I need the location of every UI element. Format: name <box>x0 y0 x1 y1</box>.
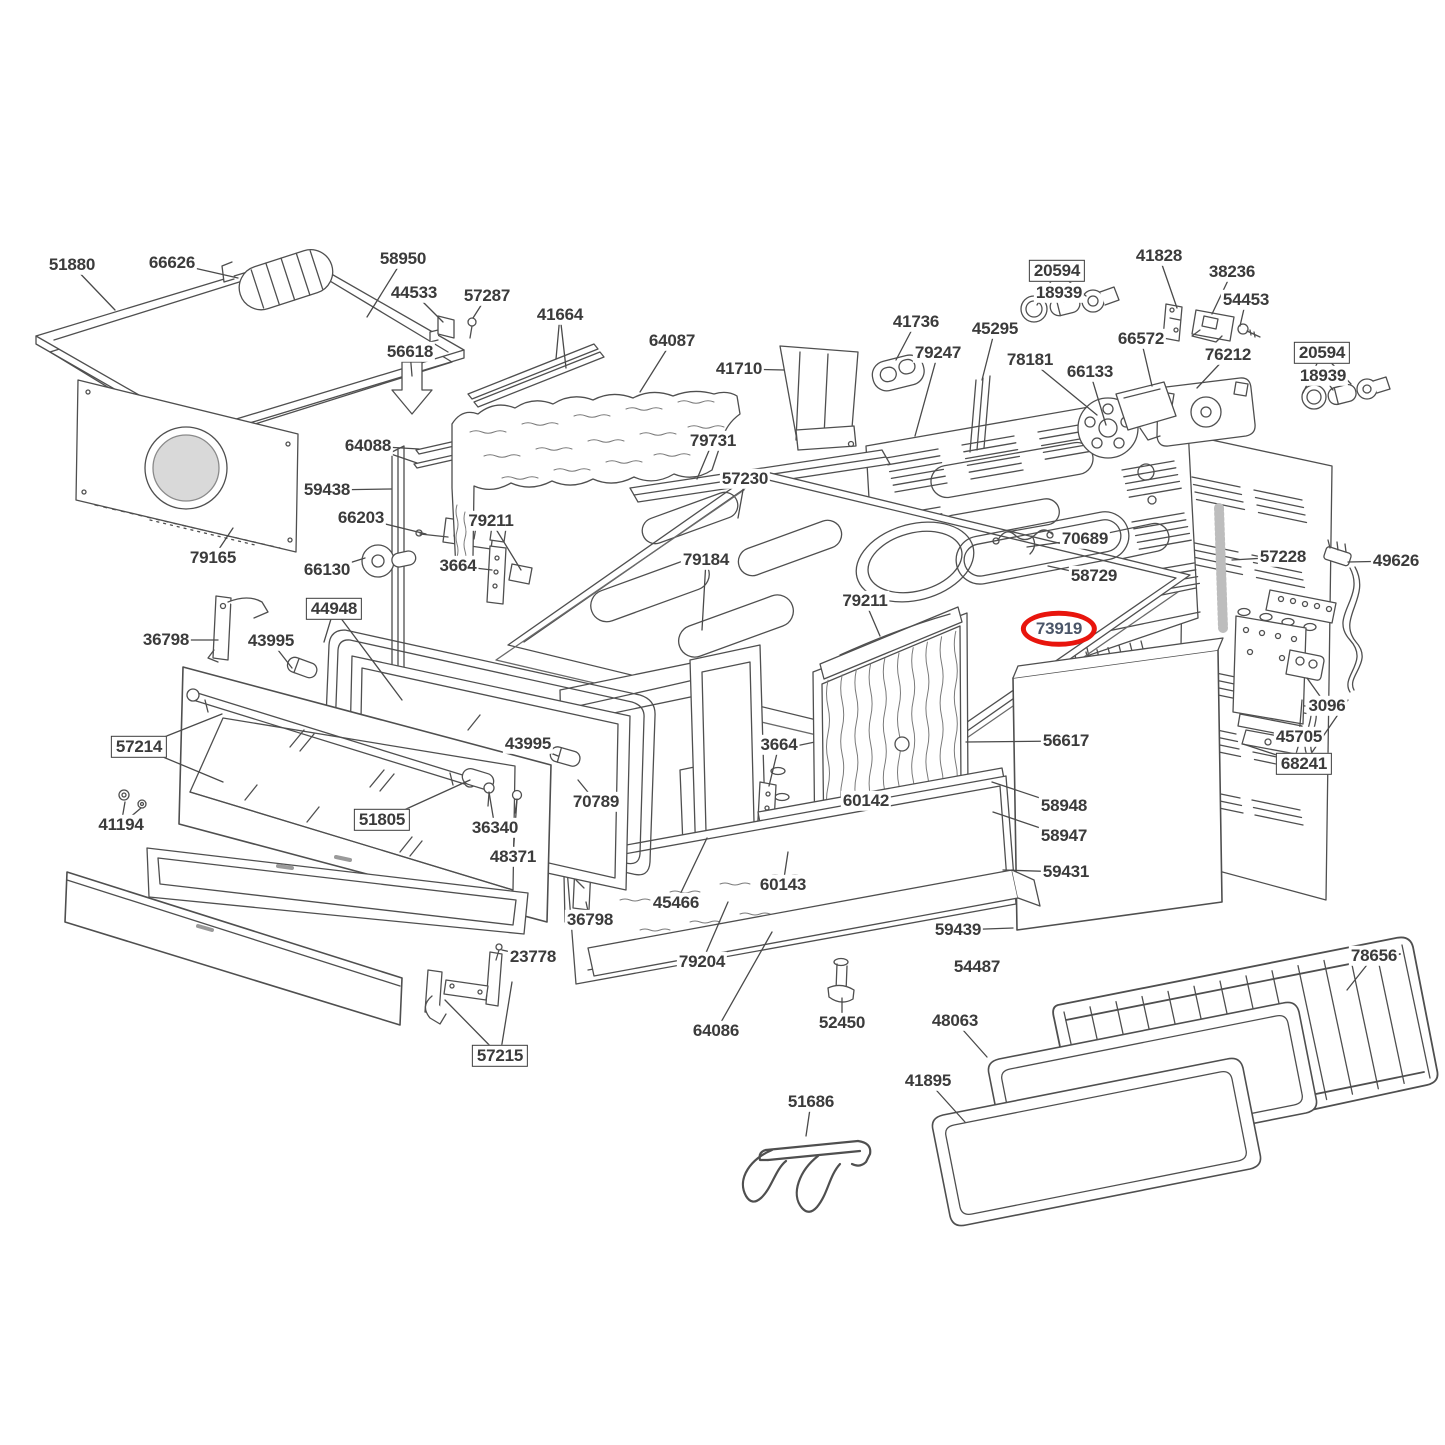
part-label-51686: 51686 <box>785 1091 837 1113</box>
part-label-41736: 41736 <box>890 311 942 333</box>
part-label-57214: 57214 <box>110 735 168 759</box>
part-label-79731: 79731 <box>687 430 739 452</box>
part-label-59439: 59439 <box>932 919 984 941</box>
part-label-60142: 60142 <box>840 790 892 812</box>
part-label-57215: 57215 <box>471 1044 529 1068</box>
part-label-51880: 51880 <box>46 254 98 276</box>
part-label-64088: 64088 <box>342 435 394 457</box>
racks-art <box>741 936 1439 1227</box>
part-label-79211-right: 79211 <box>840 590 890 612</box>
part-label-44533: 44533 <box>388 282 440 304</box>
part-label-58950: 58950 <box>377 248 429 270</box>
part-label-66626: 66626 <box>146 252 198 274</box>
part-label-52450: 52450 <box>816 1012 868 1034</box>
part-label-45466: 45466 <box>650 892 702 914</box>
part-label-66130: 66130 <box>301 559 353 581</box>
part-label-59438: 59438 <box>301 479 353 501</box>
part-label-79204: 79204 <box>676 951 728 973</box>
part-label-70789: 70789 <box>570 791 622 813</box>
part-label-38236: 38236 <box>1206 261 1258 283</box>
part-label-57230: 57230 <box>719 468 771 490</box>
part-label-45705: 45705 <box>1273 726 1325 748</box>
part-label-58947: 58947 <box>1038 825 1090 847</box>
part-label-66203: 66203 <box>335 507 387 529</box>
part-label-66133: 66133 <box>1064 361 1116 383</box>
part-label-49626: 49626 <box>1370 550 1422 572</box>
drawer-art <box>64 847 529 1026</box>
part-label-54487: 54487 <box>951 956 1003 978</box>
part-label-43995-top: 43995 <box>245 630 297 652</box>
part-label-68241: 68241 <box>1275 752 1333 776</box>
part-label-79165: 79165 <box>187 547 239 569</box>
part-label-57287: 57287 <box>461 285 513 307</box>
part-label-45295: 45295 <box>969 318 1021 340</box>
part-label-79211-left: 79211 <box>466 510 516 532</box>
part-label-56617: 56617 <box>1040 730 1092 752</box>
part-label-79184: 79184 <box>680 549 732 571</box>
part-label-3664-bottom: 3664 <box>758 734 800 756</box>
grill-insert-art <box>741 1139 872 1213</box>
part-label-41828: 41828 <box>1133 245 1185 267</box>
insulation-blanket-art <box>451 390 741 572</box>
part-label-60143: 60143 <box>757 874 809 896</box>
part-label-41664: 41664 <box>534 304 586 326</box>
part-label-3664-left: 3664 <box>437 555 479 577</box>
oven-door-art <box>178 629 656 923</box>
part-label-64087: 64087 <box>646 330 698 352</box>
part-label-18939-left: 18939 <box>1033 282 1085 304</box>
part-label-51805: 51805 <box>353 808 411 832</box>
part-label-59431: 59431 <box>1040 861 1092 883</box>
part-label-43995-right: 43995 <box>502 733 554 755</box>
part-label-66572: 66572 <box>1115 328 1167 350</box>
part-label-70689: 70689 <box>1059 528 1111 550</box>
part-label-20594-left: 20594 <box>1028 259 1086 283</box>
part-label-41194: 41194 <box>96 814 146 836</box>
part-label-36798-bottom: 36798 <box>564 909 616 931</box>
part-label-48063: 48063 <box>929 1010 981 1032</box>
part-label-23778: 23778 <box>507 946 559 968</box>
part-label-36798-top: 36798 <box>140 629 192 651</box>
part-label-18939-right: 18939 <box>1297 365 1349 387</box>
part-label-64086: 64086 <box>690 1020 742 1042</box>
part-label-48371: 48371 <box>487 846 539 868</box>
top-panel-art <box>35 249 605 887</box>
part-label-36340: 36340 <box>469 817 521 839</box>
part-label-78656: 78656 <box>1348 945 1400 967</box>
part-label-41895: 41895 <box>902 1070 954 1092</box>
part-label-44948: 44948 <box>305 597 363 621</box>
part-label-56618: 56618 <box>384 341 436 363</box>
part-label-58948: 58948 <box>1038 795 1090 817</box>
part-label-57228: 57228 <box>1257 546 1309 568</box>
part-label-76212: 76212 <box>1202 344 1254 366</box>
part-label-79247: 79247 <box>912 342 964 364</box>
part-label-41710: 41710 <box>713 358 765 380</box>
part-label-54453: 54453 <box>1220 289 1272 311</box>
part-label-20594-right: 20594 <box>1293 341 1351 365</box>
part-label-3096: 3096 <box>1306 695 1348 717</box>
part-label-78181: 78181 <box>1004 349 1056 371</box>
part-label-58729: 58729 <box>1068 565 1120 587</box>
part-label-73919-highlighted: 73919 <box>1020 610 1098 648</box>
